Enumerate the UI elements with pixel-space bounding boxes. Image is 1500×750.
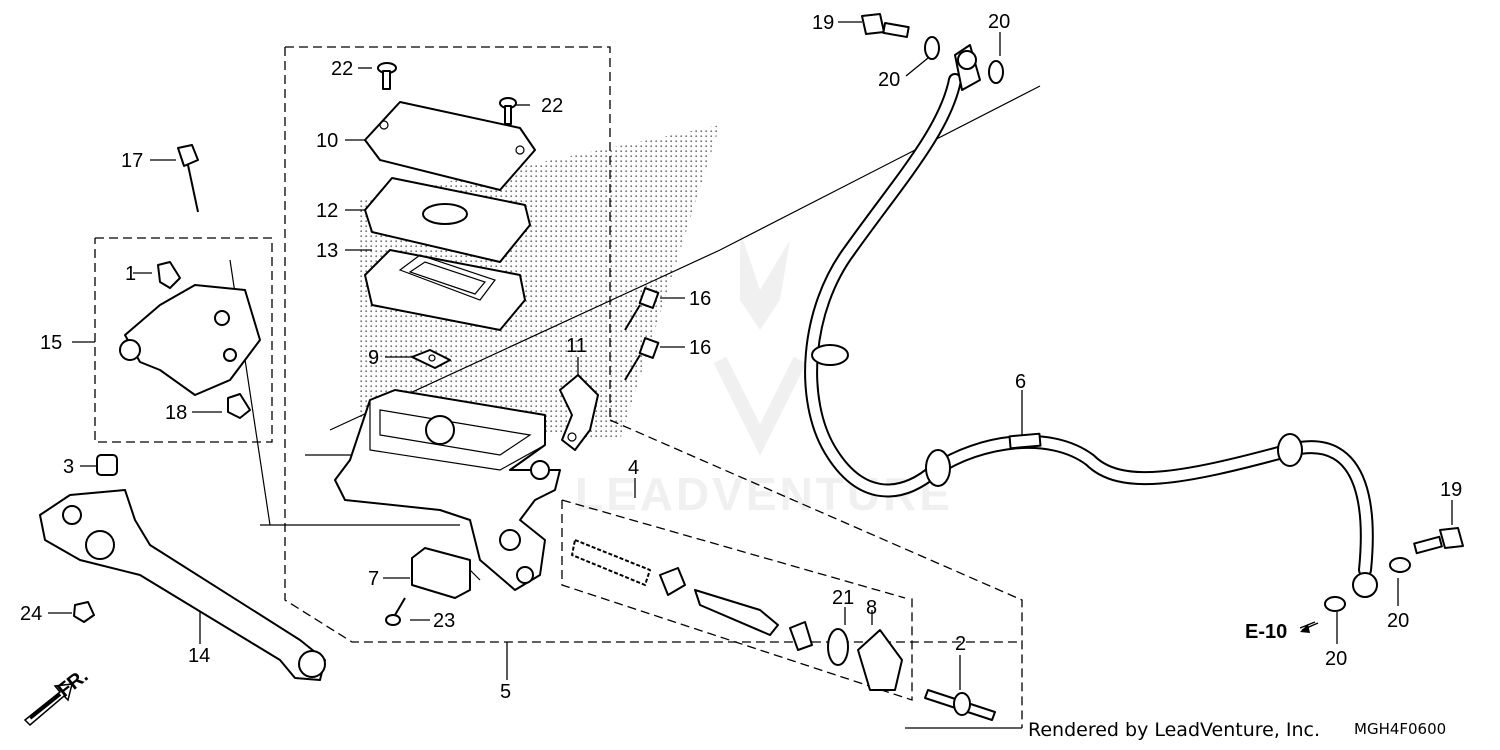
label-19-lower: 19 bbox=[1440, 479, 1462, 501]
label-12: 12 bbox=[316, 200, 338, 222]
front-direction-arrow: FR. bbox=[23, 665, 92, 727]
screw-23 bbox=[385, 597, 406, 626]
label-22-right: 22 bbox=[541, 95, 563, 117]
reference-e10: E-10 bbox=[1245, 621, 1319, 643]
piston-set-4 bbox=[571, 539, 903, 691]
label-2: 2 bbox=[955, 633, 966, 655]
clutch-switch-7 bbox=[411, 547, 481, 599]
leader-lines bbox=[48, 21, 1453, 690]
clutch-hose-6 bbox=[804, 73, 1374, 577]
washer-20-upper-left bbox=[924, 36, 940, 60]
label-13: 13 bbox=[316, 240, 338, 262]
assembly-outlines bbox=[94, 46, 1023, 729]
nut-18 bbox=[227, 393, 251, 419]
label-8: 8 bbox=[866, 597, 877, 619]
nut-24 bbox=[73, 601, 95, 623]
banjo-bolt-19-lower bbox=[1413, 527, 1464, 555]
pivot-bolt-17 bbox=[177, 144, 199, 213]
label-16-upper: 16 bbox=[689, 288, 711, 310]
push-rod-2 bbox=[924, 689, 996, 721]
bolt-16-upper bbox=[624, 287, 660, 331]
label-19-upper: 19 bbox=[812, 12, 834, 34]
label-7: 7 bbox=[368, 568, 379, 590]
screw-22-right bbox=[499, 97, 517, 125]
part-labels: 1 2 3 4 5 6 7 8 9 10 11 12 13 14 15 16 1… bbox=[20, 11, 1462, 703]
label-20-top-right: 20 bbox=[988, 11, 1010, 33]
label-21: 21 bbox=[832, 587, 854, 609]
clutch-lever-14 bbox=[39, 489, 326, 681]
diaphragm-13 bbox=[364, 249, 526, 331]
footer-credit: Rendered by LeadVenture, Inc. bbox=[1028, 719, 1321, 741]
plate-9 bbox=[411, 349, 451, 369]
lever-holder-15 bbox=[119, 284, 261, 396]
washer-20-lower-right bbox=[1389, 557, 1411, 573]
lower-banjo-fitting bbox=[1352, 572, 1378, 598]
label-18: 18 bbox=[165, 402, 187, 424]
upper-banjo-fitting bbox=[954, 44, 981, 91]
banjo-bolt-19-upper bbox=[861, 13, 910, 39]
screw-22-upper bbox=[377, 62, 397, 90]
label-23: 23 bbox=[433, 610, 455, 632]
label-4: 4 bbox=[628, 457, 639, 479]
label-17: 17 bbox=[121, 150, 143, 172]
master-cylinder-body bbox=[334, 389, 561, 591]
holder-11 bbox=[559, 374, 599, 451]
label-9: 9 bbox=[368, 347, 379, 369]
washer-20-upper-right bbox=[988, 60, 1004, 84]
label-10: 10 bbox=[316, 130, 338, 152]
label-22-upper: 22 bbox=[331, 58, 353, 80]
label-20-lower-right: 20 bbox=[1387, 610, 1409, 632]
label-14: 14 bbox=[188, 645, 210, 667]
rubber-cap-3 bbox=[96, 454, 118, 476]
e10-label: E-10 bbox=[1245, 621, 1287, 643]
label-1: 1 bbox=[125, 263, 136, 285]
label-20-lower-left: 20 bbox=[1325, 648, 1347, 670]
label-20-upper-left: 20 bbox=[878, 69, 900, 91]
diaphragm-plate-12 bbox=[364, 177, 531, 263]
label-6: 6 bbox=[1015, 371, 1026, 393]
label-3: 3 bbox=[63, 456, 74, 478]
label-15: 15 bbox=[40, 332, 62, 354]
label-5: 5 bbox=[500, 681, 511, 703]
label-24: 24 bbox=[20, 603, 42, 625]
label-16-lower: 16 bbox=[689, 337, 711, 359]
bolt-16-lower bbox=[624, 337, 660, 381]
diagram-code: MGH4F0600 bbox=[1354, 720, 1447, 738]
washer-20-lower-left bbox=[1324, 596, 1346, 612]
reservoir-cap-10 bbox=[364, 101, 536, 191]
rubber-cap-1 bbox=[157, 261, 181, 289]
label-11: 11 bbox=[566, 335, 587, 357]
